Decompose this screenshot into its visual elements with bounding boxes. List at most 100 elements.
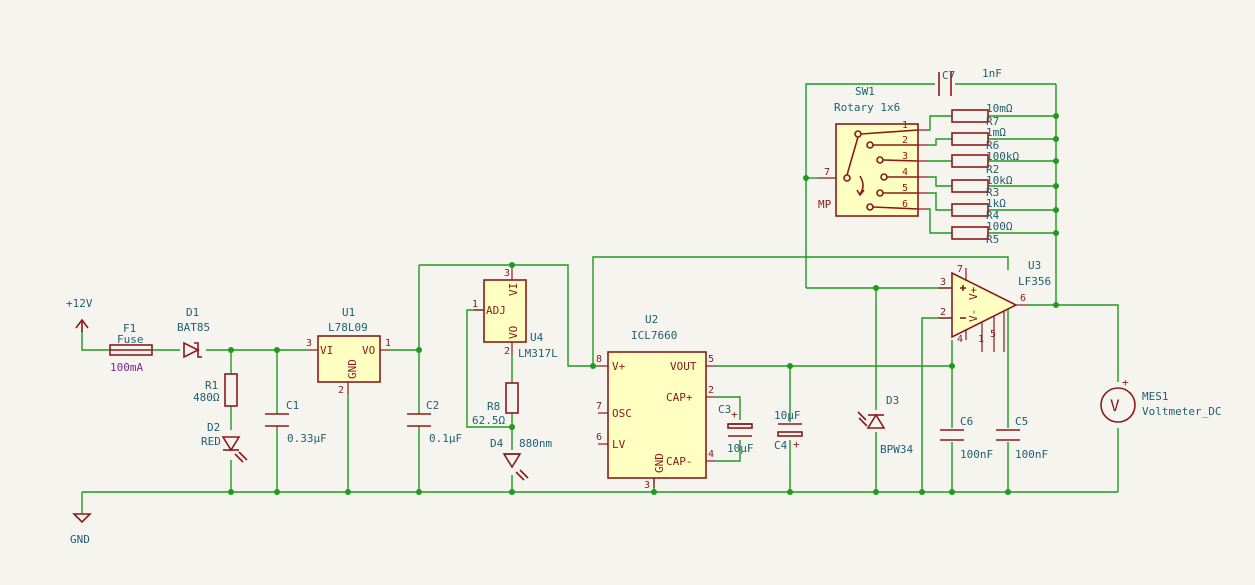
- led-D4: D4 880nm: [490, 437, 552, 481]
- resistor-R1: R1 480Ω: [193, 373, 238, 407]
- D2-ref: D2: [207, 421, 220, 434]
- U2-pin-vout: VOUT: [670, 360, 697, 373]
- R5-value: 100Ω: [986, 220, 1013, 233]
- SW1-mp: MP: [818, 198, 832, 211]
- MES1-symbol: V: [1110, 396, 1120, 415]
- diode-D1: D1 BAT85: [177, 306, 210, 359]
- U1-pin3-num: 3: [306, 338, 312, 349]
- SW1-pin3-num: 3: [902, 151, 908, 162]
- F1-ref: F1: [123, 322, 136, 335]
- SW1-pin5-num: 5: [902, 183, 908, 194]
- capacitor-C5: C5 100nF: [996, 415, 1048, 461]
- SW1-pin6-num: 6: [902, 199, 908, 210]
- F1-type: Fuse: [117, 333, 144, 346]
- C1-value: 0.33µF: [287, 432, 327, 445]
- U4-pin-vi: VI: [507, 283, 520, 296]
- U2-pin-vp: V+: [612, 360, 626, 373]
- vcc-symbol: +12V: [66, 297, 93, 332]
- U3-pin4-num: 4: [957, 334, 963, 345]
- gnd-symbol: GND: [70, 513, 92, 546]
- U1-pin-gnd: GND: [346, 359, 359, 379]
- led-D2: D2 RED: [201, 421, 248, 463]
- C4-ref: C4: [774, 439, 788, 452]
- capacitor-C7: C7 1nF: [938, 67, 1002, 96]
- resistor-R6: 1mΩ R6: [951, 126, 1006, 152]
- C6-ref: C6: [960, 415, 973, 428]
- U2-value: ICL7660: [631, 329, 677, 342]
- D1-ref: D1: [186, 306, 199, 319]
- C3-ref: C3: [718, 403, 731, 416]
- R5-ref: R5: [986, 233, 999, 246]
- capacitor-C2: C2 0.1µF: [407, 399, 462, 445]
- D4-ref: D4: [490, 437, 504, 450]
- U2-ref: U2: [645, 313, 658, 326]
- R6-value: 1mΩ: [986, 126, 1006, 139]
- wires: [81, 83, 1119, 514]
- U3-pin6-num: 6: [1020, 293, 1026, 304]
- U2-pin-capp: CAP+: [666, 391, 693, 404]
- U3-pin7-num: 7: [957, 264, 963, 275]
- C4-value: 10µF: [774, 409, 801, 422]
- capacitor-C3: + C3 10µF: [718, 403, 754, 455]
- U3-pin2-num: 2: [940, 307, 946, 318]
- U2-pin2-num: 2: [708, 385, 714, 396]
- R7-value: 10mΩ: [986, 102, 1013, 115]
- U2-pin-gnd: GND: [653, 453, 666, 473]
- SW1-pin1-num: 1: [902, 120, 908, 131]
- C2-ref: C2: [426, 399, 439, 412]
- U4-pin-adj: ADJ: [486, 304, 506, 317]
- C3-value: 10µF: [727, 442, 754, 455]
- U2-pin8-num: 8: [596, 354, 602, 365]
- F1-value: 100mA: [110, 361, 143, 374]
- svg-text:+: +: [793, 438, 800, 451]
- capacitor-C1: C1 0.33µF: [265, 399, 327, 445]
- capacitor-C6: C6 100nF: [940, 415, 993, 461]
- U2-pin5-num: 5: [708, 354, 714, 365]
- C7-value: 1nF: [982, 67, 1002, 80]
- R4-ref: R4: [986, 209, 1000, 222]
- resistor-R7: 10mΩ R7: [951, 102, 1013, 128]
- D2-value: RED: [201, 435, 221, 448]
- fuse-F1: F1 Fuse 100mA: [109, 322, 153, 374]
- resistor-R4: 1kΩ R4: [951, 197, 1006, 222]
- R1-value: 480Ω: [193, 391, 220, 404]
- capacitor-C4: + 10µF C4: [774, 409, 803, 452]
- U4-ref: U4: [530, 331, 544, 344]
- D4-value: 880nm: [519, 437, 552, 450]
- SW1-pin7-num: 7: [824, 167, 830, 178]
- photodiode-D3: D3 BPW34: [857, 394, 913, 456]
- R8-ref: R8: [487, 400, 500, 413]
- MES1-plus: +: [1122, 376, 1129, 389]
- U4-value: LM317L: [518, 347, 558, 360]
- U2-pin-osc: OSC: [612, 407, 632, 420]
- U1-pin1-num: 1: [385, 338, 391, 349]
- U1-pin-vo: VO: [362, 344, 375, 357]
- MES1-ref: MES1: [1142, 390, 1169, 403]
- U2-pin3-num: 3: [644, 480, 650, 491]
- U2-pin-lv: LV: [612, 438, 626, 451]
- U3-pin3-num: 3: [940, 277, 946, 288]
- vcc-label: +12V: [66, 297, 93, 310]
- MES1-value: Voltmeter_DC: [1142, 405, 1221, 418]
- feedback-resistors: 10mΩ R7 1mΩ R6 100kΩ R2 10kΩ R3 1kΩ R4 1…: [951, 102, 1019, 246]
- R1-ref: R1: [205, 379, 218, 392]
- U4-pin1-num: 1: [472, 299, 478, 310]
- U1-pin-vi: VI: [320, 344, 333, 357]
- U3-vminus: V-: [967, 309, 980, 322]
- U1-value: L78L09: [328, 321, 368, 334]
- U3-ref: U3: [1028, 259, 1041, 272]
- U4-pin-vo: VO: [507, 326, 520, 339]
- C6-value: 100nF: [960, 448, 993, 461]
- U2-pin4-num: 4: [708, 449, 714, 460]
- R2-value: 100kΩ: [986, 150, 1019, 163]
- U3-value: LF356: [1018, 275, 1051, 288]
- C7-ref: C7: [942, 69, 955, 82]
- SW1-ref: SW1: [855, 85, 875, 98]
- regulator-U4: ADJ VI VO 3 1 2 U4 LM317L: [472, 268, 558, 360]
- ic-U2: U2 ICL7660 V+ OSC LV VOUT CAP+ CAP- GND …: [596, 313, 716, 491]
- SW1-value: Rotary 1x6: [834, 101, 900, 114]
- D1-value: BAT85: [177, 321, 210, 334]
- R3-ref: R3: [986, 186, 999, 199]
- U4-pin3-num: 3: [504, 268, 510, 279]
